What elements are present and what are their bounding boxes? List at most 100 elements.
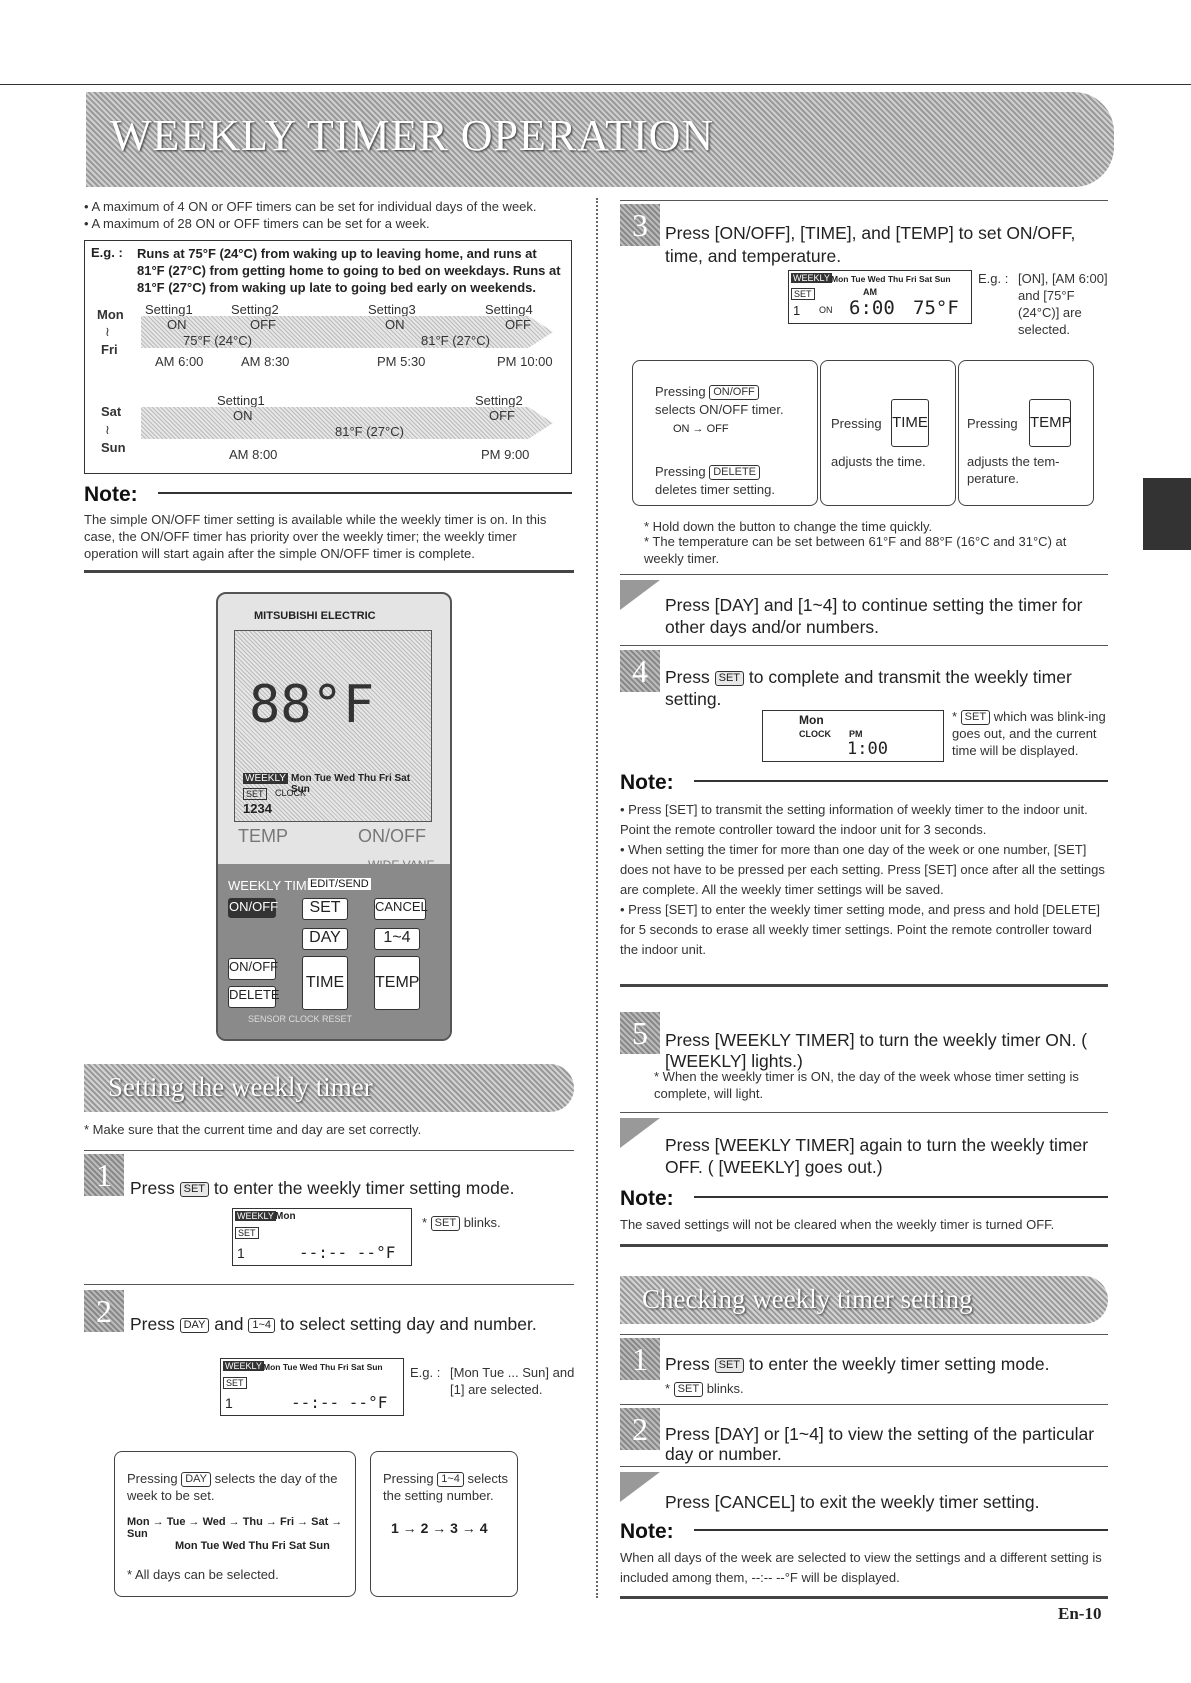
- step-text-post: to enter the weekly timer setting mode.: [748, 1354, 1050, 1374]
- day-button[interactable]: DAY: [302, 928, 348, 950]
- step-text: Press [WEEKLY TIMER] to turn the weekly …: [665, 1030, 1088, 1071]
- set-button[interactable]: SET: [302, 898, 348, 920]
- onoff-sequence: ON → OFF: [673, 423, 729, 435]
- intro-bullet: • A maximum of 4 ON or OFF timers can be…: [84, 199, 537, 214]
- step-text: Press [CANCEL] to exit the weekly timer …: [665, 1492, 1040, 1512]
- day-mon: Mon: [97, 307, 124, 322]
- page-title: WEEKLY TIMER OPERATION: [110, 111, 715, 160]
- remote-controller: MITSUBISHI ELECTRIC 88°F WEEKLY Mon Tue …: [216, 592, 452, 1041]
- intro-bullet: • A maximum of 28 ON or OFF timers can b…: [84, 216, 430, 231]
- day-sat: Sat: [101, 404, 122, 419]
- step-text-post: to complete and transmit the weekly time…: [665, 667, 1072, 709]
- lcd-num: 1: [793, 303, 801, 318]
- lcd-display: Mon CLOCK PM 1:00: [762, 710, 944, 762]
- lcd-on: ON: [819, 305, 833, 315]
- intro-text: A maximum of 28 ON or OFF timers can be …: [91, 216, 430, 231]
- time-button[interactable]: TIME: [302, 956, 348, 1010]
- weekend-temp: 81°F (27°C): [335, 424, 404, 439]
- note-bullet-text: Press [SET] to transmit the setting info…: [620, 802, 1088, 837]
- step-note: * Hold down the button to change the tim…: [644, 519, 933, 534]
- weekday-state: OFF: [250, 317, 276, 332]
- note-heading: Note:: [84, 483, 138, 506]
- rule: [620, 200, 1108, 201]
- lcd-num: 1: [225, 1395, 233, 1411]
- cancel-button[interactable]: CANCEL: [374, 898, 428, 920]
- step-text: Press [ON/OFF], [TIME], and [TEMP] to se…: [665, 223, 1076, 266]
- weekend-setting-label: Setting2: [475, 393, 523, 408]
- rule: [620, 574, 1108, 575]
- step-text: Press SET to enter the weekly timer sett…: [130, 1178, 514, 1199]
- note-rule: [694, 1529, 1108, 1531]
- weekday-time: AM 8:30: [241, 354, 290, 369]
- step-text: Press [DAY] and [1~4] to continue settin…: [665, 595, 1083, 637]
- lcd-day: Mon: [799, 713, 824, 727]
- lcd-num: 1: [237, 1245, 245, 1261]
- top-rule: [0, 84, 1191, 85]
- temp-info-box: Pressing TEMP adjusts the tem-perature.: [958, 360, 1094, 506]
- rule: [620, 1404, 1108, 1405]
- weekend-setting-label: Setting1: [217, 393, 265, 408]
- onoff-timer-button[interactable]: ON/OFF: [228, 898, 278, 918]
- lcd-weekly: WEEKLY: [235, 1211, 276, 1221]
- range-button[interactable]: 1~4: [374, 928, 420, 950]
- rule: [620, 1466, 1108, 1467]
- set-button-icon: SET: [430, 1216, 461, 1232]
- weekend-time: AM 8:00: [229, 447, 278, 462]
- box-text: Pressing DAY selects the day of the week…: [127, 1470, 347, 1504]
- lcd-display: WEEKLY Mon Tue Wed Thu Fri Sat Sun SET 1…: [220, 1358, 404, 1416]
- weekday-time: PM 10:00: [497, 354, 553, 369]
- weekday-setting-label: Setting4: [485, 302, 533, 317]
- step-aside-text: which was blink-ing goes out, and the cu…: [952, 709, 1106, 759]
- weekday-state: OFF: [505, 317, 531, 332]
- rule: [84, 1150, 574, 1151]
- section-banner: [84, 1064, 574, 1112]
- section-tab: [1143, 478, 1191, 550]
- step-text: Press [WEEKLY TIMER] again to turn the w…: [665, 1135, 1089, 1177]
- step-marker: [620, 1118, 660, 1148]
- lcd-clock: CLOCK: [275, 788, 307, 798]
- box-post: adjusts the time.: [831, 454, 926, 469]
- step-note: * The temperature can be set between 61°…: [644, 534, 1067, 566]
- delete-button-icon: DELETE: [709, 465, 760, 481]
- step-text-pre: Press: [130, 1314, 175, 1334]
- onoff-button[interactable]: ON/OFF: [228, 958, 278, 980]
- weekday-bar: [141, 316, 553, 348]
- temp-button[interactable]: TEMP: [374, 956, 420, 1010]
- lcd-weekly: WEEKLY: [223, 1361, 264, 1371]
- box-pre: Pressing: [831, 416, 882, 431]
- step-text-pre: Press: [130, 1178, 175, 1198]
- box-pre: Pressing: [383, 1471, 434, 1486]
- weekend-time: PM 9:00: [481, 447, 530, 462]
- weekday-state: ON: [167, 317, 187, 332]
- step-badge: 1: [84, 1154, 124, 1196]
- delete-button[interactable]: DELETE: [228, 986, 280, 1008]
- set-button-icon: SET: [179, 1181, 210, 1197]
- weekday-temp: 81°F (27°C): [421, 333, 490, 348]
- step-marker: [620, 1472, 660, 1502]
- set-button-icon: SET: [673, 1382, 704, 1398]
- lcd-pm: PM: [849, 729, 863, 739]
- step-note: * SET blinks.: [665, 1381, 744, 1398]
- step-badge: 3: [620, 204, 660, 246]
- eg-label: E.g. :: [410, 1365, 441, 1380]
- range-button-icon: 1~4: [437, 1472, 464, 1488]
- set-button-icon: SET: [960, 710, 991, 726]
- weekly-timer-label: WEEKLY TIMER: [228, 878, 325, 893]
- note-heading: Note:: [620, 771, 674, 794]
- step-text: Press DAY and 1~4 to select setting day …: [130, 1314, 537, 1335]
- temp-button-icon: TEMP: [1029, 399, 1072, 447]
- day-tilde: ≀: [105, 422, 110, 437]
- box-pre: Pressing: [127, 1471, 178, 1486]
- rule: [620, 1112, 1108, 1113]
- example-text: Runs at 75°F (24°C) from waking up to le…: [137, 246, 561, 295]
- example-label: E.g. :: [91, 245, 123, 260]
- lcd-set: SET: [243, 788, 267, 800]
- box-text: Pressing 1~4 selects the setting number.: [383, 1470, 513, 1504]
- note-bullet: • Press [SET] to enter the weekly timer …: [620, 902, 1101, 957]
- section-rule: [620, 1244, 1108, 1247]
- box-post: selects the day of the week to be set.: [127, 1471, 338, 1504]
- box-post: selects the setting number.: [383, 1471, 508, 1504]
- eg-text: [ON], [AM 6:00] and [75°F (24°C)] are se…: [1018, 271, 1108, 337]
- lcd-set: SET: [235, 1227, 259, 1239]
- remote-lower-panel: WEEKLY TIMER EDIT/SEND ON/OFF SET CANCEL…: [218, 864, 450, 1039]
